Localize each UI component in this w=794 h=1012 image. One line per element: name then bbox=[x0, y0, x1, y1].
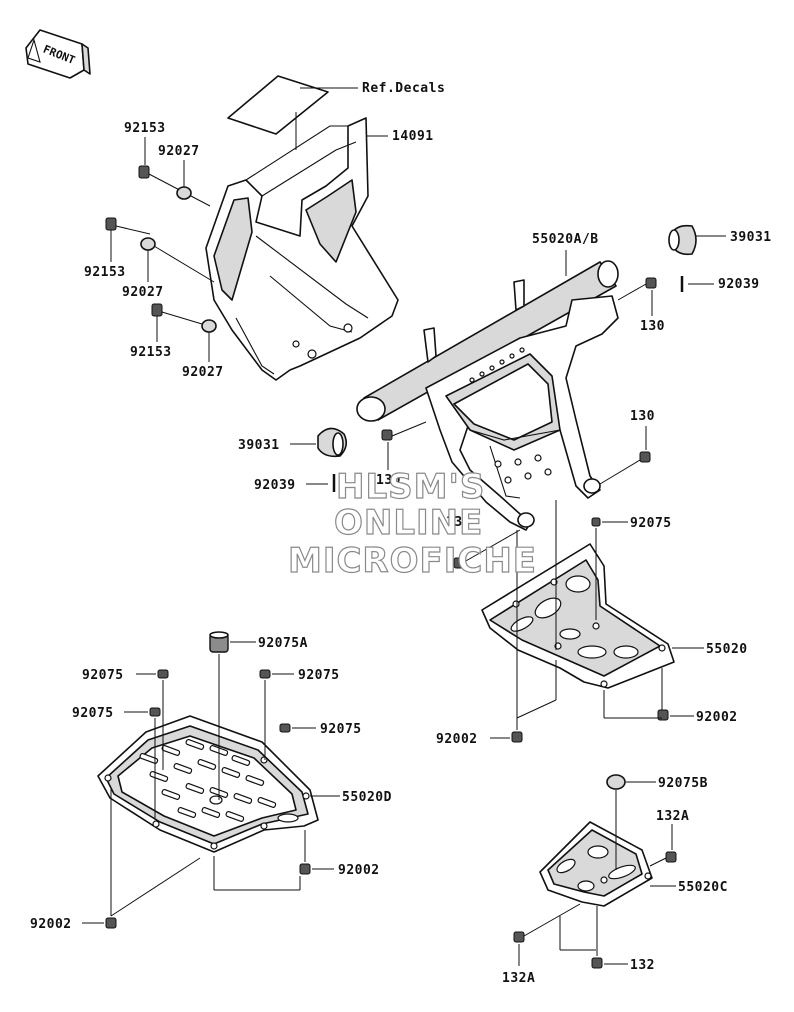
washer-92027-a bbox=[176, 160, 192, 200]
label-92002-a: 92002 bbox=[696, 710, 738, 725]
watermark-line-2: ONLINE bbox=[334, 503, 483, 543]
spacer-92075a bbox=[209, 631, 256, 800]
guard-frame-55020ab bbox=[356, 260, 619, 531]
label-92075-d: 92075 bbox=[298, 668, 340, 683]
label-92153-b: 92153 bbox=[84, 265, 126, 280]
bolt-130-b bbox=[599, 426, 651, 485]
label-92002-c: 92002 bbox=[338, 863, 380, 878]
nut-92075-d bbox=[259, 669, 294, 760]
label-55020c: 55020C bbox=[678, 880, 728, 895]
nut-92075-c bbox=[124, 707, 161, 820]
label-92002-b: 92002 bbox=[436, 732, 478, 747]
label-92075b: 92075B bbox=[658, 776, 708, 791]
label-14091: 14091 bbox=[392, 129, 434, 144]
label-55020ab: 55020A/B bbox=[532, 232, 599, 247]
skid-plate-55020c bbox=[539, 821, 653, 907]
label-130-a: 130 bbox=[640, 319, 665, 334]
nut-92075-top bbox=[591, 517, 601, 527]
slot-grid-55020d bbox=[139, 739, 299, 823]
bolt-92153-c bbox=[151, 303, 203, 342]
label-55020: 55020 bbox=[706, 642, 748, 657]
bolt-132 bbox=[559, 906, 628, 969]
label-92027-b: 92027 bbox=[122, 285, 164, 300]
bolt-92153-b bbox=[105, 217, 151, 262]
nut-92075-e bbox=[279, 723, 316, 733]
washer-92027-c bbox=[201, 319, 217, 362]
label-130-d: 130 bbox=[446, 515, 471, 530]
front-guard-14091 bbox=[205, 117, 399, 381]
plug-92039-right bbox=[680, 276, 714, 292]
nut-92075-b bbox=[136, 669, 169, 770]
watermark-line-1: HLSM'S bbox=[336, 467, 485, 507]
label-92039-right: 92039 bbox=[718, 277, 760, 292]
label-130-b: 130 bbox=[630, 409, 655, 424]
label-92002-d: 92002 bbox=[30, 917, 72, 932]
label-132: 132 bbox=[630, 958, 655, 973]
ref-decals-sheet bbox=[227, 75, 358, 150]
label-92075a: 92075A bbox=[258, 636, 308, 651]
bolt-132a-a bbox=[649, 824, 677, 867]
cap-39031-left bbox=[290, 427, 348, 458]
label-92075-e: 92075 bbox=[320, 722, 362, 737]
bolt-130-a bbox=[617, 277, 657, 316]
label-92027-a: 92027 bbox=[158, 144, 200, 159]
plug-92039-left bbox=[306, 474, 336, 492]
label-92153-a: 92153 bbox=[124, 121, 166, 136]
label-39031-right: 39031 bbox=[730, 230, 772, 245]
bolt-92002-b bbox=[490, 530, 557, 743]
bolt-92153-a bbox=[138, 165, 211, 207]
label-92075-b: 92075 bbox=[82, 668, 124, 683]
spacer-92075b bbox=[606, 774, 656, 870]
front-direction-badge: FRONT bbox=[25, 29, 91, 79]
washer-92027-b bbox=[140, 237, 215, 283]
label-92039-left: 92039 bbox=[254, 478, 296, 493]
bolt-132a-b bbox=[513, 903, 581, 966]
cap-39031-right bbox=[668, 224, 726, 256]
skid-plate-55020d bbox=[97, 715, 319, 853]
label-132a-b: 132A bbox=[502, 971, 535, 986]
label-92153-c: 92153 bbox=[130, 345, 172, 360]
label-39031-left: 39031 bbox=[238, 438, 280, 453]
label-55020d: 55020D bbox=[342, 790, 392, 805]
bolt-130-d bbox=[453, 529, 521, 569]
bolt-130-c bbox=[381, 421, 427, 470]
bolt-92002-d bbox=[82, 788, 201, 929]
ref-decals-label: Ref.Decals bbox=[362, 81, 445, 96]
label-130-c: 130 bbox=[376, 473, 401, 488]
label-132a-a: 132A bbox=[656, 809, 689, 824]
watermark-line-3: MICROFICHE bbox=[288, 541, 537, 581]
label-92075-c: 92075 bbox=[72, 706, 114, 721]
label-92075-a: 92075 bbox=[630, 516, 672, 531]
bolt-92002-c bbox=[213, 830, 334, 891]
label-92027-c: 92027 bbox=[182, 365, 224, 380]
bolt-92002-a bbox=[603, 668, 694, 721]
watermark: HLSM'S ONLINE MICROFICHE bbox=[287, 466, 537, 581]
